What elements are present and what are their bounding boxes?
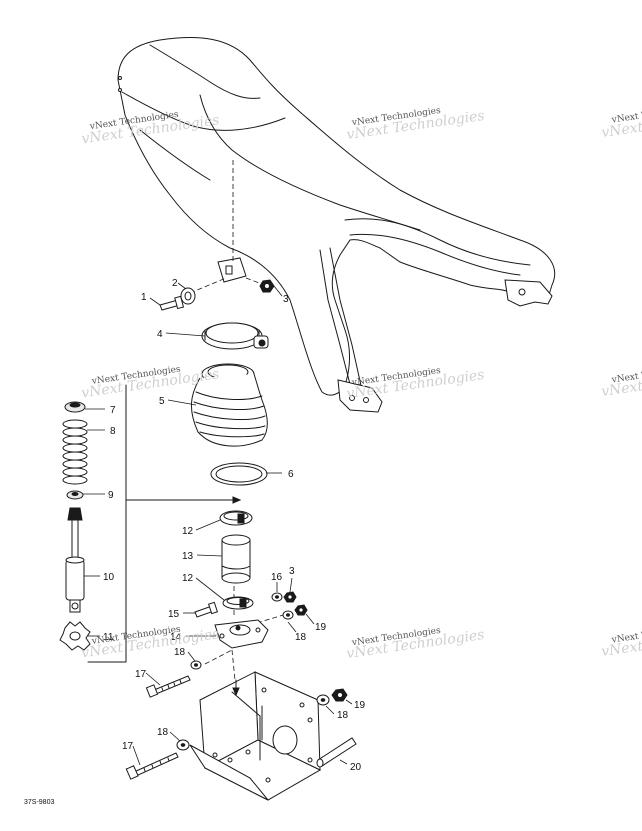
washer-part-18-upper-left — [190, 660, 202, 670]
seat-frame-assembly — [117, 36, 556, 413]
bolt-part-1 — [159, 295, 185, 311]
callout-15: 15 — [168, 609, 180, 620]
callout-3-top: 3 — [283, 294, 289, 305]
callout-16: 16 — [271, 572, 283, 583]
nut-part-3-top — [259, 279, 275, 293]
drawing-code: 37S-9803 — [24, 799, 54, 806]
watermark-7: vNext Technologies vNext Technologies — [80, 624, 220, 661]
watermark-8: vNext Technologies vNext Technologies — [345, 626, 485, 662]
washer-part-16 — [271, 592, 283, 602]
callout-13: 13 — [182, 551, 194, 562]
callout-6: 6 — [288, 469, 294, 480]
watermark-2: vNext Technologies vNext Technologies — [346, 106, 486, 143]
bolt-part-15 — [194, 601, 219, 618]
callout-14: 14 — [170, 632, 182, 643]
callout-17-lower: 17 — [122, 741, 134, 752]
pin-part-20 — [316, 737, 357, 768]
callout-19-lower-right: 19 — [354, 700, 366, 711]
callout-8: 8 — [110, 426, 116, 437]
callout-7: 7 — [110, 405, 116, 416]
callout-2: 2 — [172, 278, 178, 289]
leader-lines — [83, 282, 353, 766]
washer-part-18-right — [282, 610, 294, 620]
callout-10: 10 — [103, 572, 115, 583]
spring-part-8 — [62, 419, 88, 485]
nut-part-3-lower — [283, 591, 297, 603]
long-bolt-part-17-upper — [145, 675, 191, 698]
mount-part-14 — [214, 619, 269, 649]
callout-11: 11 — [103, 632, 114, 643]
washer-part-18-lower-left — [176, 739, 190, 751]
callout-1: 1 — [141, 292, 147, 303]
callout-18-upper-left: 18 — [174, 647, 186, 658]
long-bolt-part-17-lower — [125, 752, 179, 780]
callout-17-upper: 17 — [135, 669, 147, 680]
watermark-6: vNext Technologies vNext Technologies — [600, 363, 642, 400]
rubber-boot-part-5 — [191, 363, 268, 447]
callout-18-lower-right: 18 — [337, 710, 349, 721]
callout-12-upper: 12 — [182, 526, 194, 537]
clamp-part-12-upper — [219, 510, 253, 526]
callout-18-right: 18 — [295, 632, 307, 643]
tube-part-13 — [221, 534, 251, 584]
callout-3-lower: 3 — [289, 566, 295, 577]
washer-part-18-lower-right — [316, 694, 330, 706]
callout-9: 9 — [108, 490, 114, 501]
clamp-part-12-lower — [222, 596, 254, 610]
callout-18-lower-left: 18 — [157, 727, 169, 738]
nut-part-19-right — [294, 604, 308, 616]
callout-19-right: 19 — [315, 622, 327, 633]
callout-labels: 1 2 3 4 5 6 7 8 9 10 11 12 13 12 15 14 1… — [103, 278, 366, 773]
grommet-part-2 — [180, 287, 196, 305]
adjuster-part-11 — [59, 621, 91, 651]
watermark-5: vNext Technologies vNext Technologies — [345, 366, 485, 402]
callout-12-lower: 12 — [182, 573, 194, 584]
lower-support-bracket — [189, 671, 322, 801]
hose-clamp-part-4 — [201, 322, 269, 350]
watermark-9: vNext Technologies vNext Technologies — [600, 623, 642, 660]
shock-group-bracket — [87, 384, 242, 663]
cap-part-7 — [64, 401, 86, 413]
spring-seat-part-9 — [66, 490, 84, 500]
callout-5: 5 — [159, 396, 165, 407]
watermark-3: vNext Technologies vNext Technologies — [600, 103, 642, 141]
callout-4: 4 — [157, 329, 163, 340]
nut-part-19-lower-right — [331, 688, 348, 702]
shock-absorber-part-10 — [65, 507, 85, 613]
callout-20: 20 — [350, 762, 362, 773]
ring-part-6 — [210, 462, 268, 486]
